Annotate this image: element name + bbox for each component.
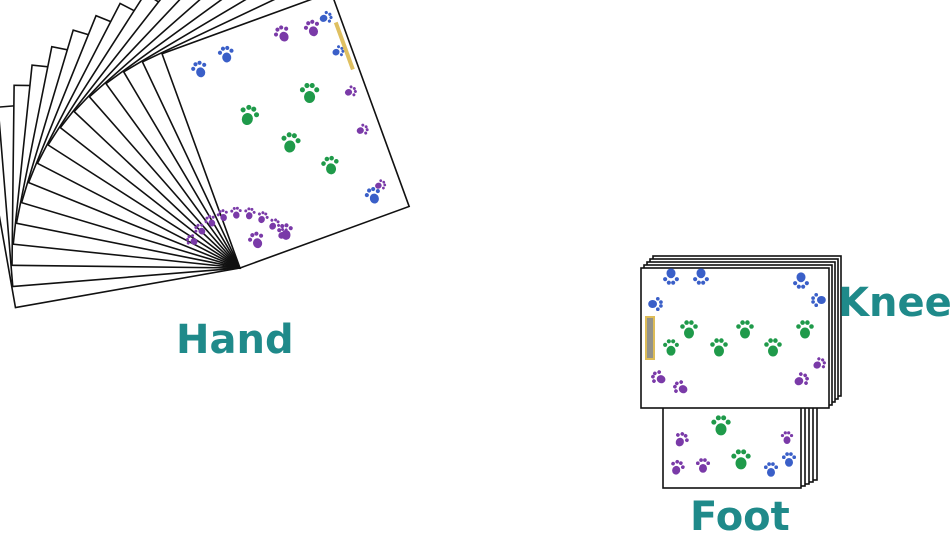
hand-card-fan [0,0,411,309]
foot-card-stack [662,395,818,489]
hand-card [160,0,411,270]
hand-label: Hand [176,317,294,363]
foot-card [662,403,802,489]
knee-card [640,267,830,409]
knee-card-stack [640,255,842,409]
foot-label: Foot [690,494,790,540]
knee-label: Knee [838,280,950,326]
